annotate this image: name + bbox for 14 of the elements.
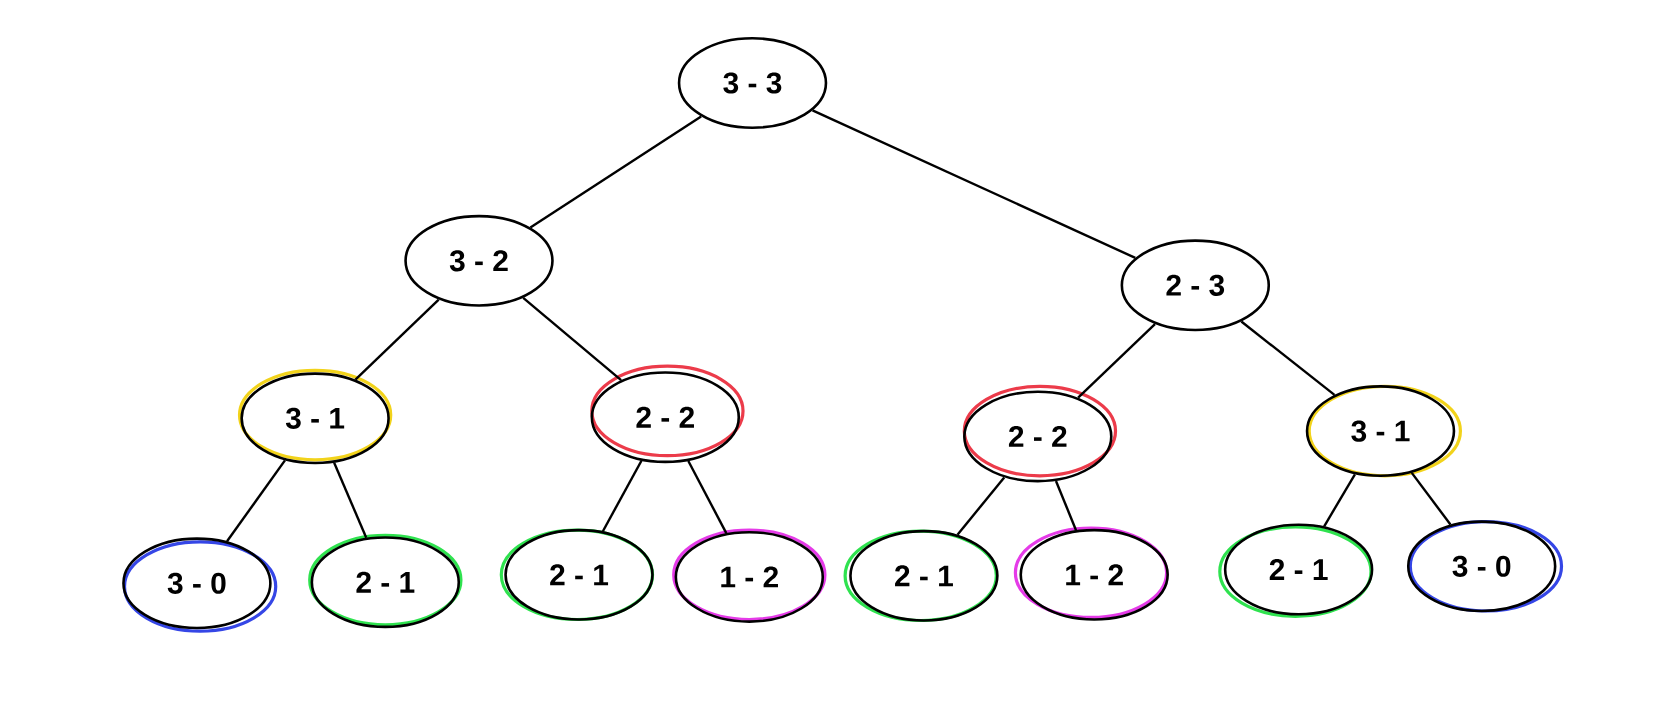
tree-edge	[1054, 480, 1078, 531]
tree-edge	[1323, 473, 1356, 527]
tree-edge	[812, 109, 1136, 259]
tree-edge	[956, 476, 1006, 536]
tree-edge	[687, 460, 728, 534]
tree-edge	[1077, 323, 1156, 399]
tree-edge	[354, 298, 440, 381]
tree-edge	[226, 459, 286, 542]
tree-edge	[333, 462, 368, 539]
tree-edge	[1240, 320, 1336, 396]
tree-edge	[601, 460, 643, 532]
tree-edge	[522, 297, 622, 381]
tree-edge	[1410, 472, 1452, 526]
tree-edge	[529, 115, 702, 229]
